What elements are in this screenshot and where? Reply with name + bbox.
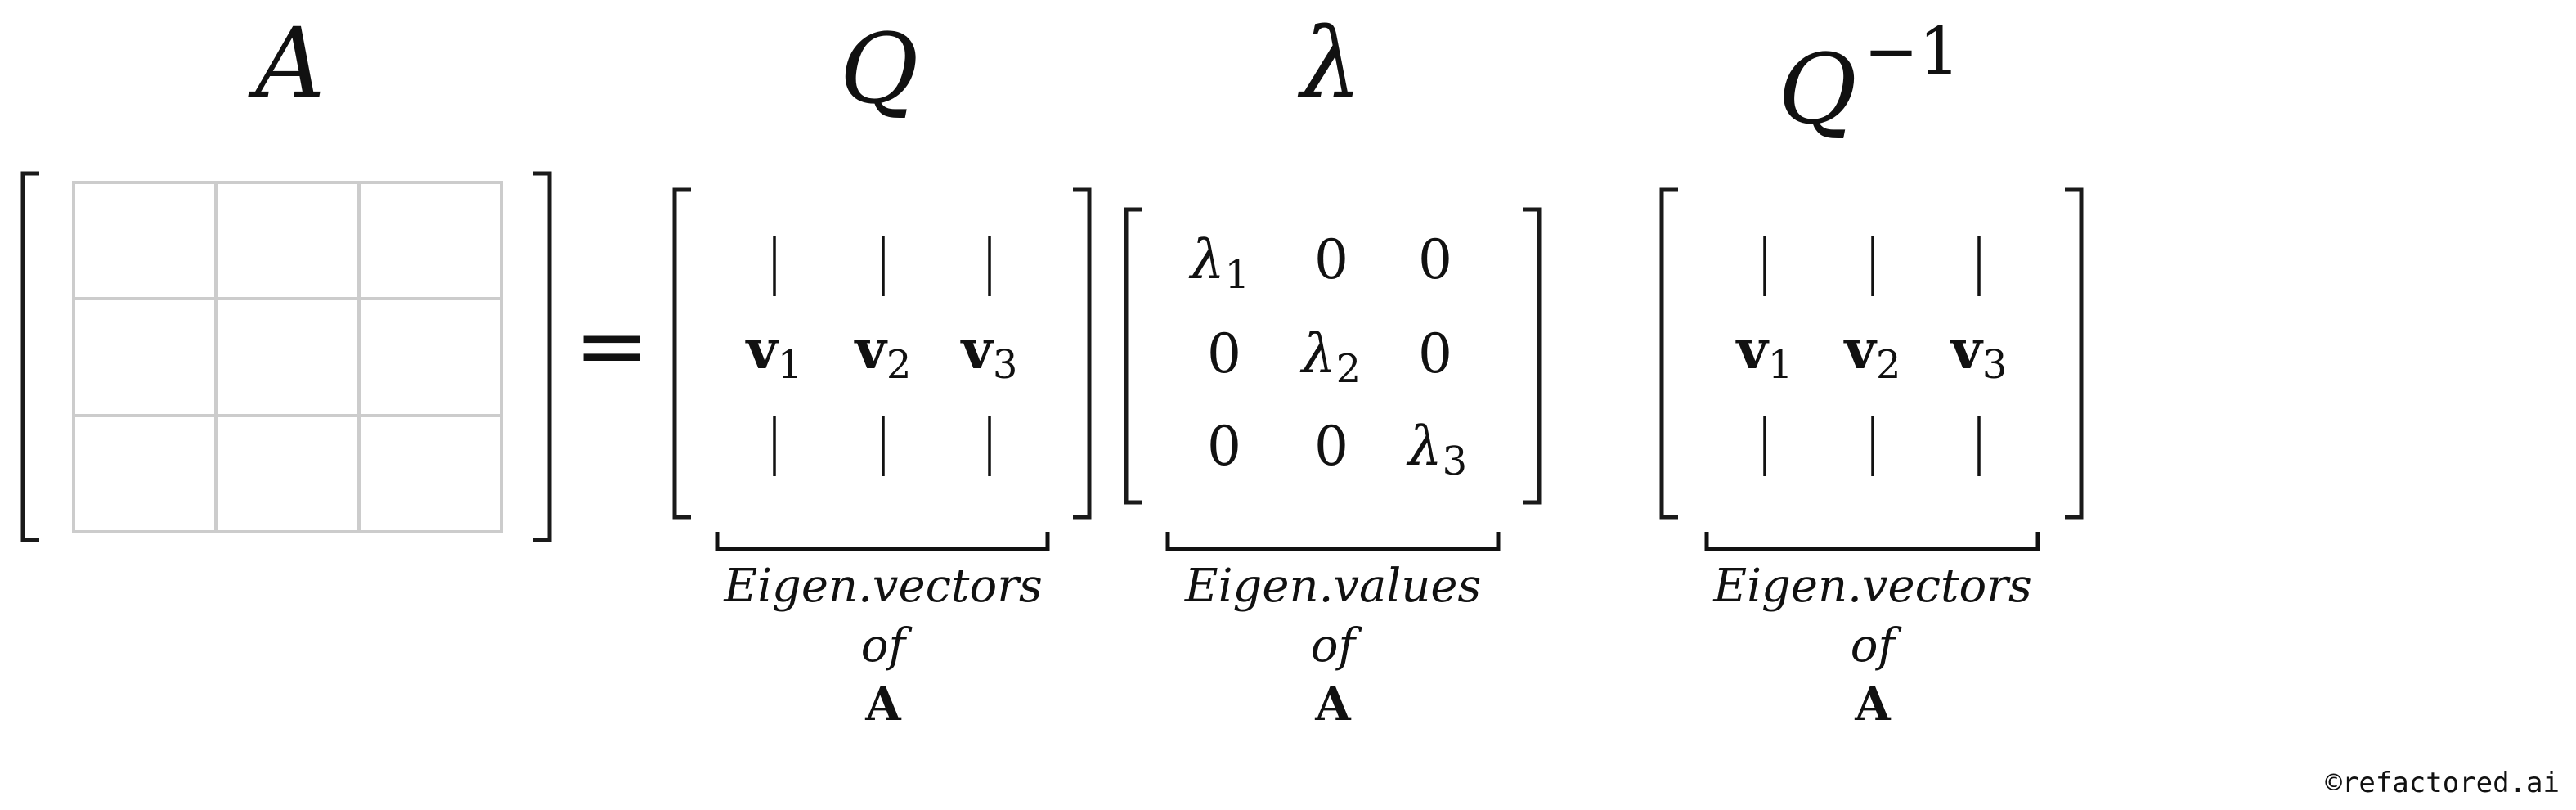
vector-symbol: v <box>1950 317 1984 381</box>
underbrace <box>1704 532 2040 551</box>
lambda-symbol: λ <box>1406 415 1443 478</box>
vector-v3: v3 <box>960 317 1018 388</box>
watermark: ©refactored.ai <box>2325 767 2560 799</box>
label-line-of: of <box>861 619 913 673</box>
eigenvector-column-2: v2 <box>1843 236 1901 476</box>
eigenvector-column-3: v3 <box>960 236 1018 476</box>
matrix-lambda: λ1 0 0 0 λ2 0 0 0 λ3 <box>1124 207 1542 505</box>
vector-v1: v1 <box>1735 317 1793 388</box>
eigenvector-column-1: v1 <box>745 236 803 476</box>
diag-lambda1: λ1 <box>1188 228 1250 298</box>
eigenvector-column-3: v3 <box>1950 236 2008 476</box>
diag-zero: 0 <box>1314 415 1349 478</box>
right-bracket <box>2065 187 2084 520</box>
eigenvector-column-2: v2 <box>854 236 912 476</box>
vector-symbol: v <box>745 317 779 381</box>
lambda-subscript: 2 <box>1336 346 1362 392</box>
diag-zero: 0 <box>1314 228 1349 291</box>
vector-symbol: v <box>960 317 994 381</box>
label-line-matrix: A <box>1314 677 1352 731</box>
matrix-Q: v1 v2 v3 <box>672 187 1092 520</box>
lambda-subscript: 3 <box>1443 439 1468 484</box>
label-Q-inverse: Eigen.vectors of A <box>1704 532 2040 731</box>
label-line-of: of <box>1851 619 1903 673</box>
diag-lambda3: λ3 <box>1406 415 1467 484</box>
title-lambda: λ <box>1298 7 1362 119</box>
vector-subscript: 2 <box>886 342 912 388</box>
title-Q-inverse: Q −1 <box>1778 13 1960 146</box>
label-line-matrix: A <box>864 677 902 731</box>
label-line-of: of <box>1311 619 1363 673</box>
right-bracket <box>533 171 552 542</box>
vector-v2: v2 <box>1843 317 1901 388</box>
lambda-subscript: 1 <box>1225 252 1250 298</box>
vector-symbol: v <box>854 317 888 381</box>
vector-subscript: 3 <box>993 342 1018 388</box>
vector-v2: v2 <box>854 317 912 388</box>
vector-v3: v3 <box>1950 317 2008 388</box>
title-Q-inverse-base: Q <box>1778 33 1857 146</box>
diag-zero: 0 <box>1418 228 1452 291</box>
title-Q-inverse-exponent: −1 <box>1864 13 1960 89</box>
title-A: A <box>248 7 325 119</box>
underbrace <box>1165 532 1501 551</box>
lambda-symbol: λ <box>1188 228 1225 291</box>
right-bracket <box>1073 187 1092 520</box>
label-Q: Eigen.vectors of A <box>715 532 1050 731</box>
left-bracket <box>20 171 39 542</box>
label-line-eigen-vectors: Eigen.vectors <box>723 560 1043 613</box>
vector-symbol: v <box>1843 317 1878 381</box>
label-line-matrix: A <box>1854 677 1892 731</box>
diag-zero: 0 <box>1207 415 1241 478</box>
underbrace <box>715 532 1050 551</box>
diag-lambda2: λ2 <box>1299 322 1361 392</box>
label-line-eigen-vectors: Eigen.vectors <box>1712 560 2032 613</box>
matrix-Q-inverse: v1 v2 v3 <box>1659 187 2084 520</box>
label-lambda: Eigen.values of A <box>1165 532 1501 731</box>
vector-subscript: 3 <box>1982 342 2008 388</box>
diag-zero: 0 <box>1418 322 1452 385</box>
vector-subscript: 2 <box>1876 342 1901 388</box>
right-bracket <box>1523 207 1542 505</box>
grid-outline <box>72 181 503 533</box>
vector-symbol: v <box>1735 317 1770 381</box>
vector-subscript: 1 <box>1768 342 1793 388</box>
left-bracket <box>1659 187 1678 520</box>
grid <box>72 181 503 533</box>
diag-zero: 0 <box>1207 322 1241 385</box>
left-bracket <box>672 187 691 520</box>
title-Q: Q <box>840 12 919 125</box>
equals-sign: = <box>574 293 649 398</box>
vector-subscript: 1 <box>778 342 803 388</box>
eigenvector-column-1: v1 <box>1735 236 1793 476</box>
left-bracket <box>1124 207 1142 505</box>
label-line-eigen-values: Eigen.values <box>1184 560 1482 613</box>
lambda-symbol: λ <box>1299 322 1336 385</box>
matrix-A <box>20 171 552 542</box>
vector-v1: v1 <box>745 317 803 388</box>
